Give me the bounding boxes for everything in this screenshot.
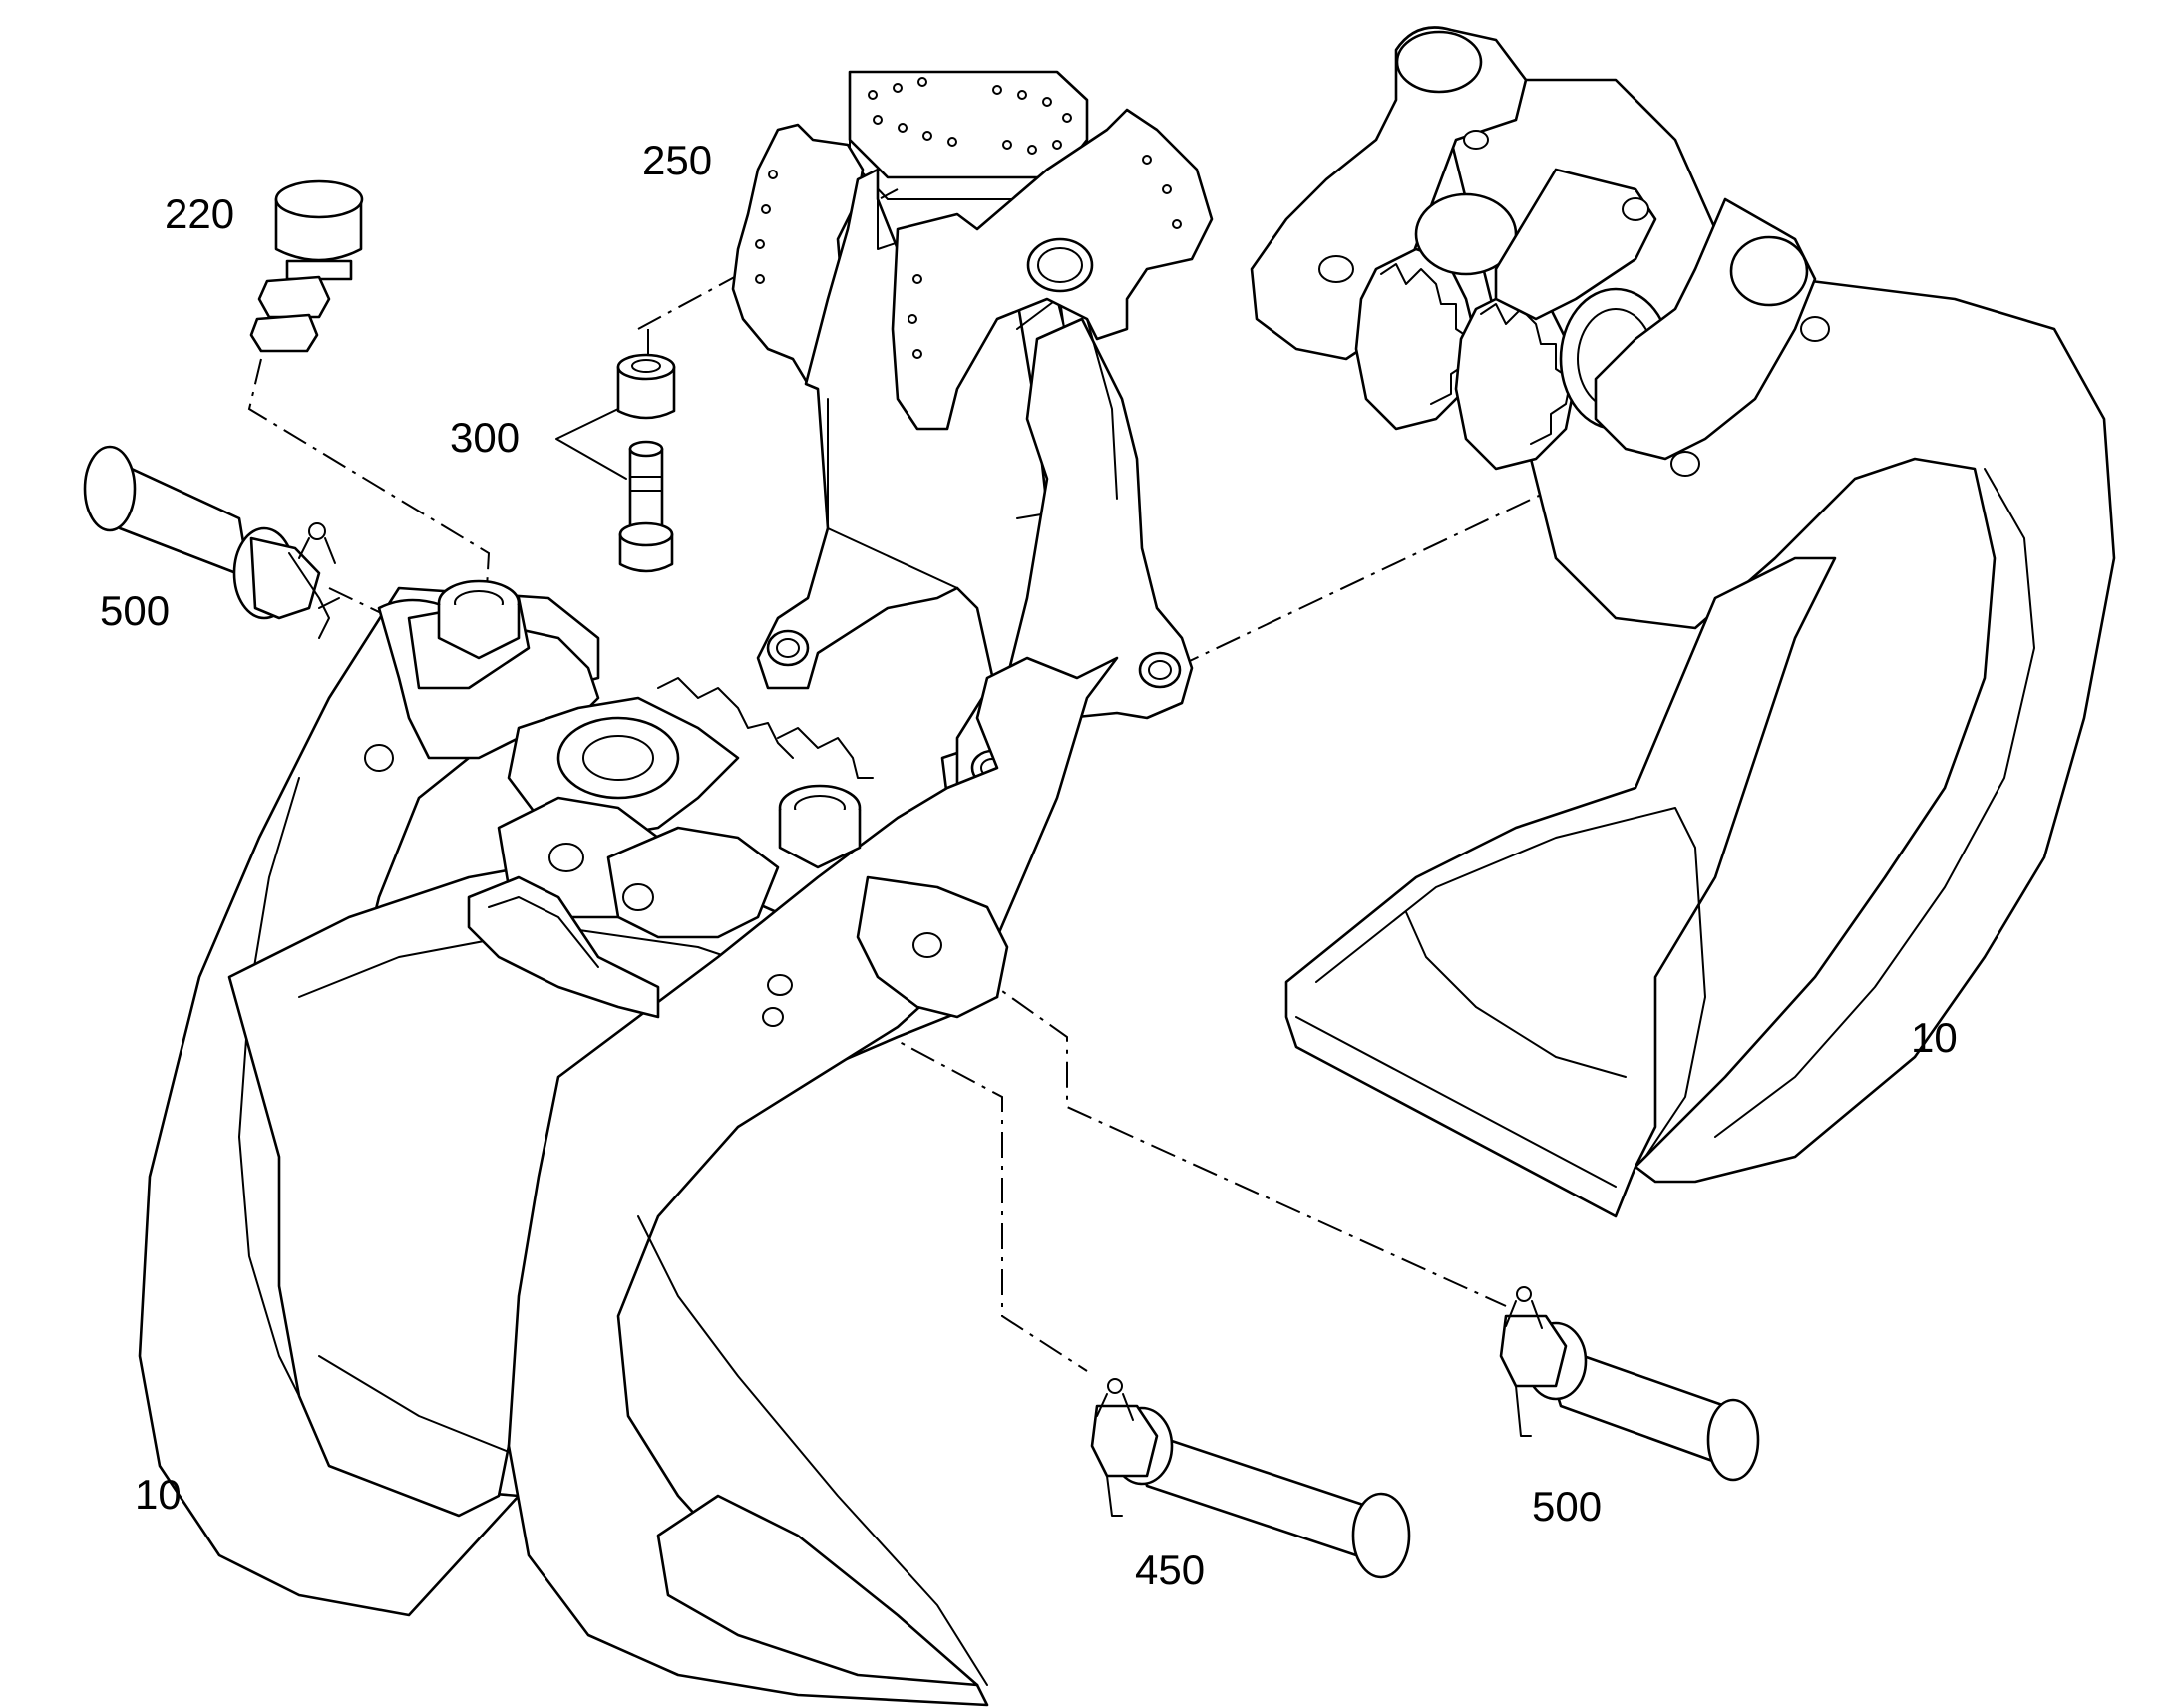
part-250-link-frame [731,70,1214,810]
part-10-left-grapple-arm [138,579,1119,1707]
part-450-pin [1090,1378,1411,1579]
leader-300 [555,408,627,480]
part-300-bolt [618,440,674,573]
part-500-left-pin [83,445,340,639]
part-220-brake [249,179,364,353]
label-part-500-right: 500 [1532,1483,1603,1530]
label-part-450: 450 [1135,1546,1206,1593]
label-part-220: 220 [165,190,235,237]
label-part-10-right: 10 [1911,1014,1958,1061]
part-10-right-grapple-arm [1250,26,2116,1218]
label-part-10-left: 10 [135,1471,182,1518]
label-part-500-left: 500 [100,587,171,634]
left-arm-gears [467,677,874,1019]
part-300-bushing [616,353,676,420]
label-part-250: 250 [642,137,713,183]
part-500-right-pin [1499,1286,1760,1482]
label-part-300: 300 [450,414,521,461]
flange-bolt-holes [868,77,1072,155]
side-plate-holes [755,155,1182,359]
